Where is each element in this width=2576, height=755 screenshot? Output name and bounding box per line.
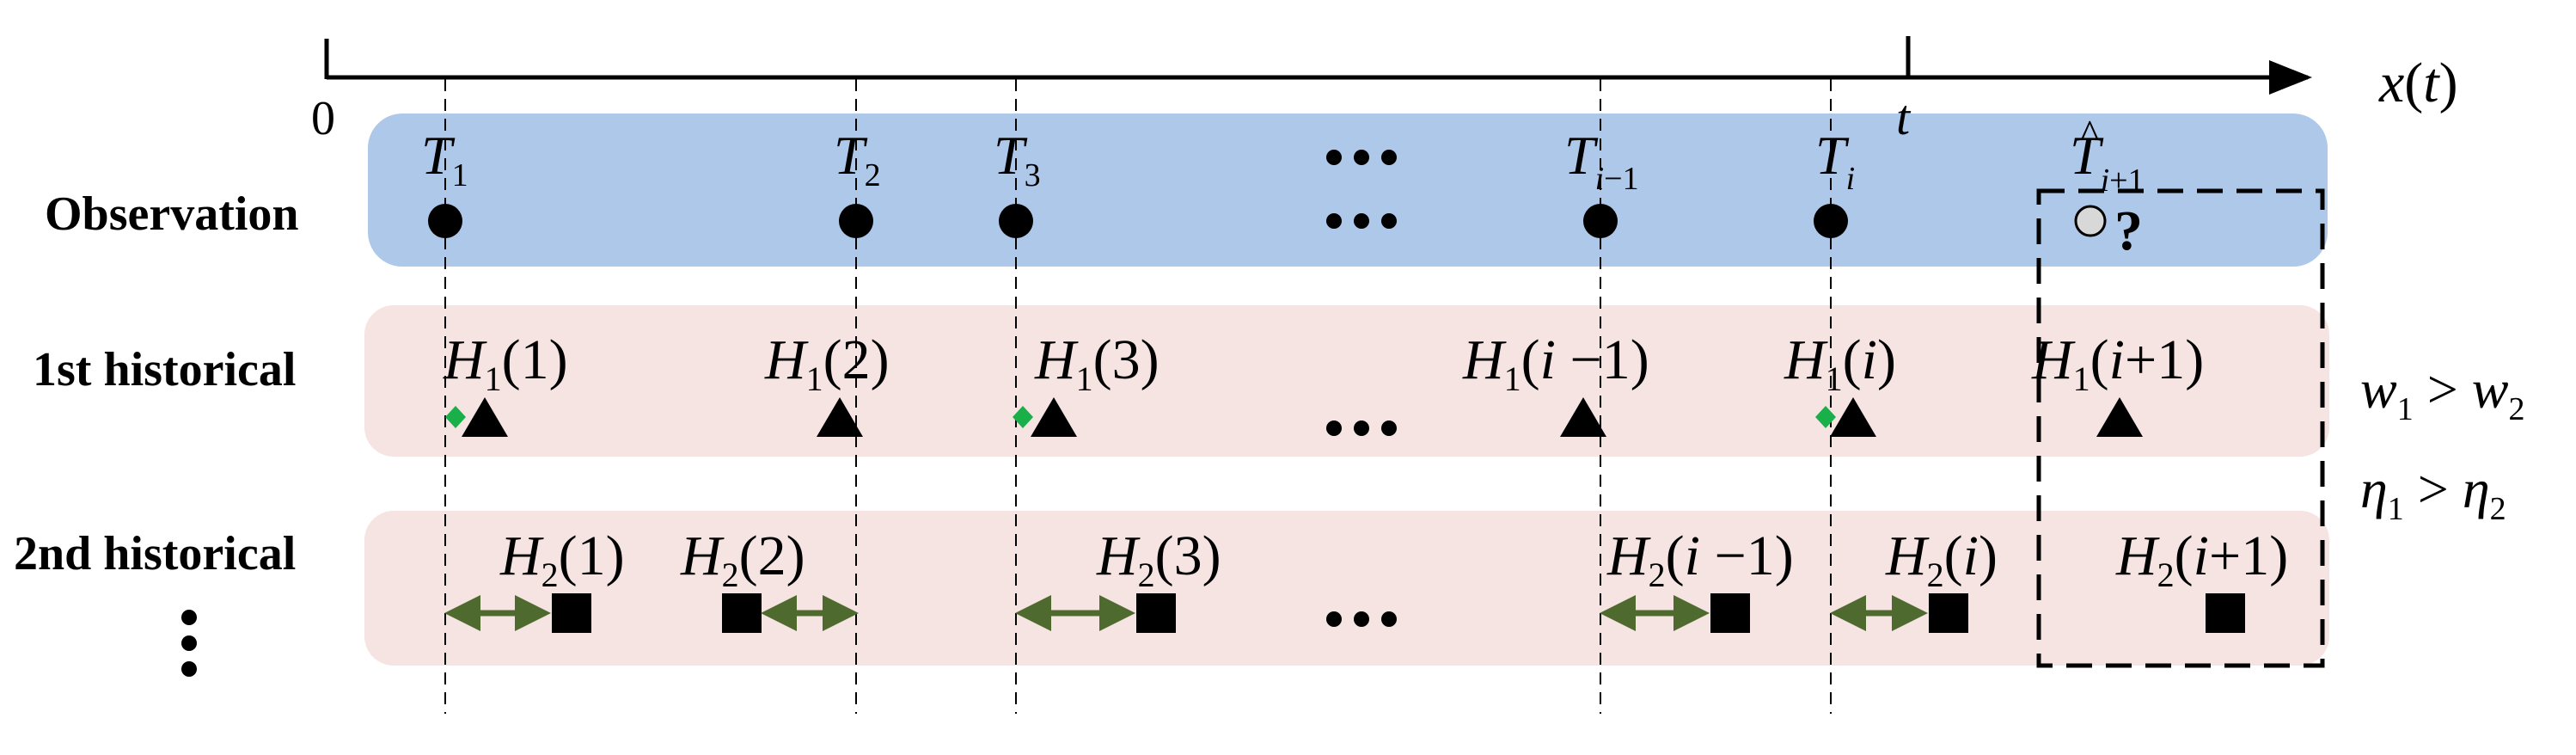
h2-label-2: H2(2) <box>680 525 805 594</box>
obs-point-t3 <box>999 204 1033 238</box>
h1-label-i: H1(i) <box>1784 328 1896 398</box>
axis-t-label: t <box>1896 89 1912 145</box>
historical-1-row: H1(1) H1(2) H1(3) H1(i −1) H1(i) H1(i+1) <box>443 328 2204 437</box>
h1-label-1: H1(1) <box>443 328 568 398</box>
diamond-1 <box>445 406 466 428</box>
h1-triangle-i <box>1830 397 1876 437</box>
time-axis: 0 t x(t) <box>311 36 2458 145</box>
h2-label-1: H2(1) <box>499 525 625 594</box>
diamond-i <box>1815 406 1836 428</box>
row-label-2nd-historical: 2nd historical <box>14 527 296 580</box>
obs-point-ti <box>1814 204 1848 238</box>
axis-origin-label: 0 <box>311 92 335 145</box>
h2-label-i-minus-1: H2(i −1) <box>1606 525 1794 594</box>
obs-point-t2 <box>839 204 873 238</box>
h1-green-diamonds <box>445 406 1836 428</box>
h2-square-1 <box>552 593 591 633</box>
condition-eta: η1 > η2 <box>2360 458 2506 527</box>
obs-label-t1: T1 <box>421 125 468 193</box>
h2-square-i <box>1929 593 1968 633</box>
h1-triangle-1 <box>462 397 508 437</box>
h1-triangle-3 <box>1031 397 1077 437</box>
weight-conditions: w1 > w2 η1 > η2 <box>2360 359 2524 527</box>
h2-square-2 <box>722 593 762 633</box>
h2-square-i-plus-1 <box>2206 593 2245 633</box>
h1-triangle-2 <box>817 397 863 437</box>
h1-label-i-minus-1: H1(i −1) <box>1462 328 1649 398</box>
more-rows-dots <box>181 610 197 677</box>
h1-label-i-plus-1: H1(i+1) <box>2031 328 2204 398</box>
h1-ellipsis <box>1326 420 1397 436</box>
h1-markers <box>462 397 2143 437</box>
obs-point-ti-minus-1 <box>1583 204 1618 238</box>
prediction-box <box>2036 188 2325 668</box>
obs-label-ti-minus-1: Ti−1 <box>1564 125 1639 197</box>
h2-label-i: H2(i) <box>1885 525 1998 594</box>
time-guides <box>444 79 1832 714</box>
axis-x-of-t-label: x(t) <box>2378 52 2458 114</box>
row-label-1st-historical: 1st historical <box>33 343 296 396</box>
diamond-3 <box>1013 406 1033 428</box>
row-label-observation: Observation <box>45 187 299 241</box>
h2-markers <box>552 593 2245 633</box>
obs-point-t1 <box>428 204 462 238</box>
h1-label-2: H1(2) <box>764 328 890 398</box>
h2-ellipsis <box>1326 611 1397 627</box>
obs-label-t-next-hat: ^ <box>2080 112 2100 157</box>
obs-label-ti: Ti <box>1815 125 1855 197</box>
h2-square-3 <box>1136 593 1176 633</box>
h1-label-3: H1(3) <box>1034 328 1160 398</box>
obs-question-mark: ? <box>2114 199 2143 262</box>
observation-row: T1 T2 T3 Ti−1 Ti ^ Ti+1 ? <box>421 112 2145 262</box>
h2-label-i-plus-1: H2(i+1) <box>2115 525 2288 594</box>
obs-point-predicted <box>2074 205 2107 237</box>
h1-triangle-i-plus-1 <box>2096 397 2143 437</box>
obs-label-t3: T3 <box>994 125 1041 193</box>
condition-w: w1 > w2 <box>2360 359 2524 427</box>
h1-triangle-i-minus-1 <box>1560 397 1606 437</box>
historical-2-row: H2(1) H2(2) H2(3) H2(i −1) H2(i) H2(i+1) <box>444 525 2288 633</box>
h2-square-i-minus-1 <box>1710 593 1750 633</box>
h2-label-3: H2(3) <box>1096 525 1221 594</box>
obs-ellipsis <box>1326 150 1397 229</box>
obs-label-t2: T2 <box>834 125 881 193</box>
historical-band-2 <box>364 511 2329 666</box>
observation-band <box>368 114 2328 267</box>
